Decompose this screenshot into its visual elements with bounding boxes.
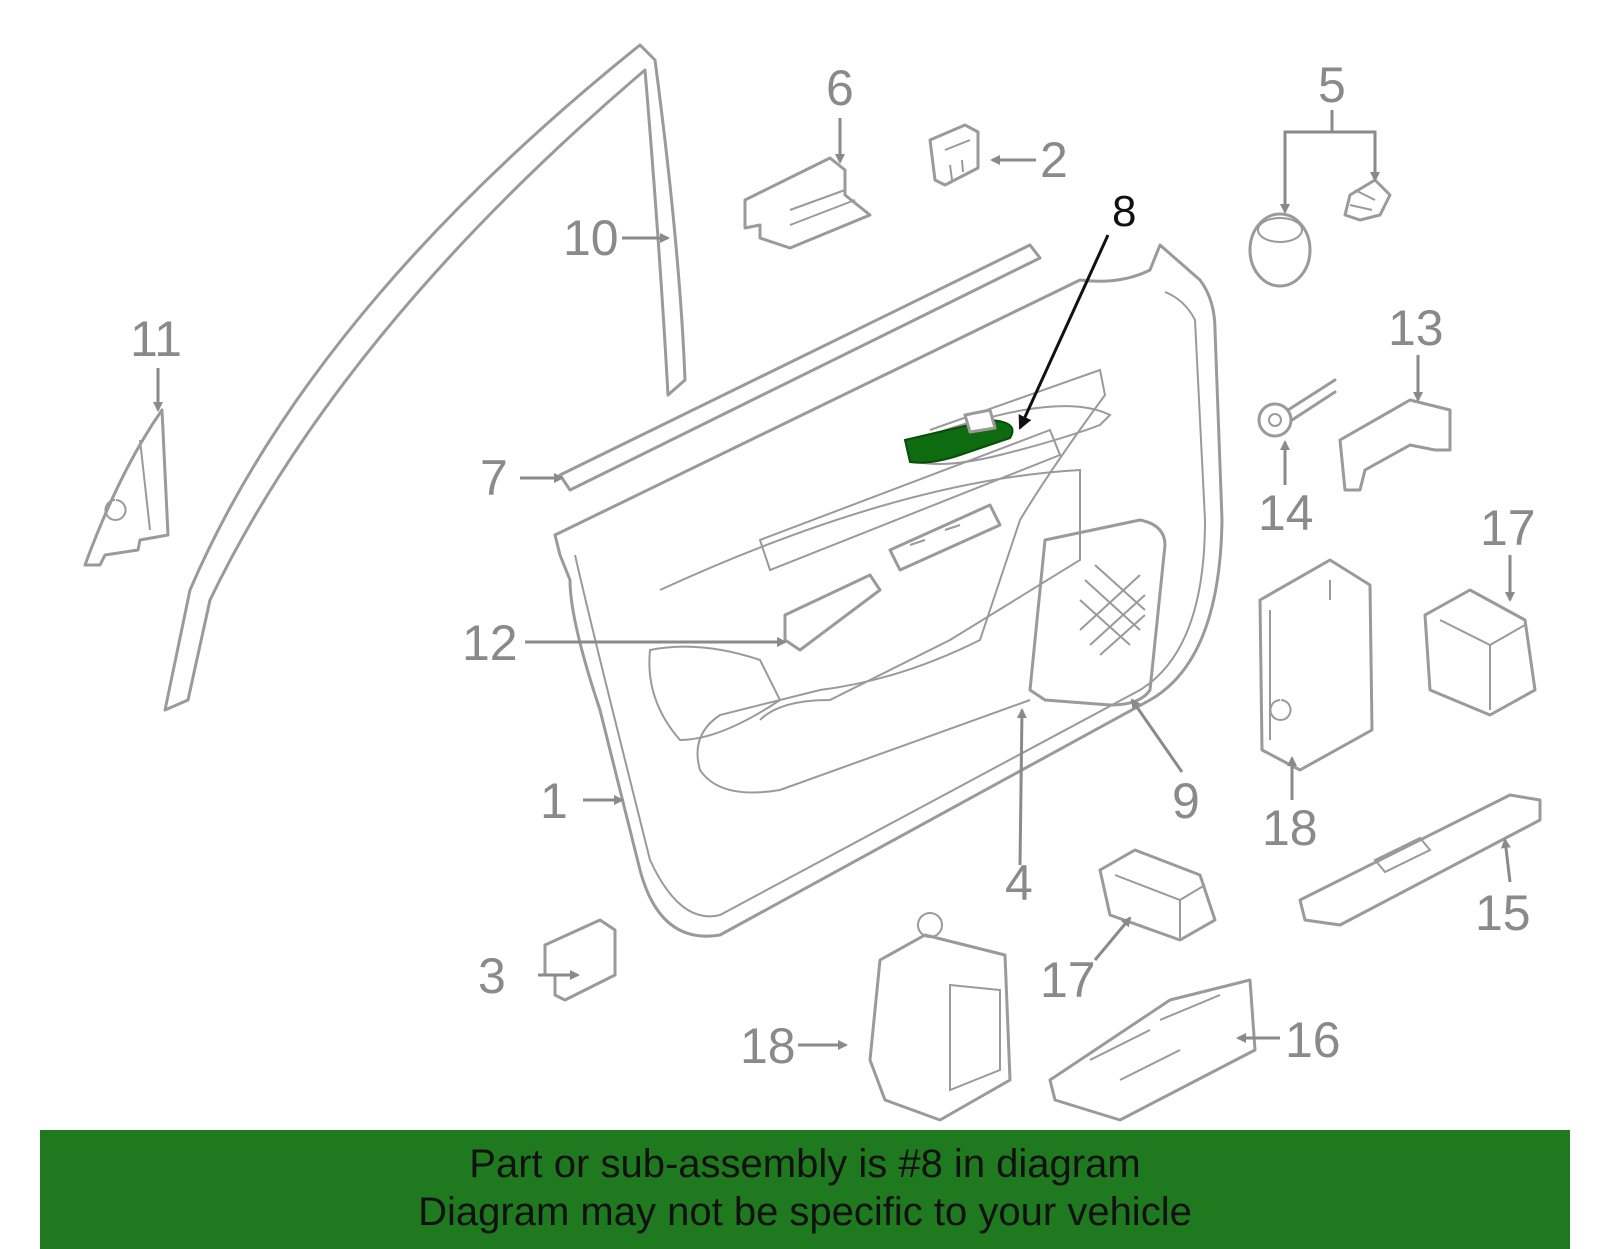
- callout-10: 10: [563, 210, 619, 266]
- part-12-pull-handle: [783, 573, 882, 652]
- part-15-switch-panel: [1298, 793, 1542, 927]
- callout-1: 1: [540, 773, 568, 829]
- part-18-module-bottom: [868, 912, 1012, 1122]
- callout-18-bottom: 18: [740, 1018, 796, 1074]
- panel-window-switch: [888, 503, 1002, 572]
- part-6-clip: [743, 156, 872, 250]
- callout-17-right: 17: [1480, 500, 1536, 556]
- callout-14: 14: [1258, 485, 1314, 541]
- part-3-clip: [543, 918, 617, 1002]
- part-1-door-panel: [553, 243, 1224, 938]
- callout-5: 5: [1318, 57, 1346, 113]
- callout-labels: 6 2 10 11 5 8 13 14 7 12 1 17 9 18 4 15 …: [130, 57, 1536, 1074]
- banner-part-text: Part or sub-assembly is #8 in diagram: [469, 1142, 1141, 1186]
- part-7-belt-strip: [558, 243, 1042, 492]
- leaders: [153, 110, 1515, 1050]
- callout-2: 2: [1040, 132, 1068, 188]
- part-10-window-trim: [163, 43, 687, 712]
- part-17-switch-right: [1423, 588, 1537, 717]
- callout-12: 12: [462, 615, 518, 671]
- callout-15: 15: [1475, 885, 1531, 941]
- callout-4: 4: [1005, 855, 1033, 911]
- part-9-speaker-grille: [1028, 518, 1167, 707]
- callout-6: 6: [826, 60, 854, 116]
- part-5-plugs: [1248, 178, 1392, 288]
- part-16-master-switch: [1048, 978, 1257, 1122]
- part-11-mirror-trim: [83, 408, 170, 567]
- part-13-bracket: [1338, 398, 1452, 492]
- banner-disclaimer-text: Diagram may not be specific to your vehi…: [418, 1190, 1192, 1234]
- callout-3: 3: [478, 948, 506, 1004]
- callout-11: 11: [130, 311, 182, 367]
- callout-9: 9: [1172, 773, 1200, 829]
- callout-7: 7: [480, 450, 508, 506]
- callout-8: 8: [1112, 187, 1136, 236]
- callout-13: 13: [1388, 300, 1444, 356]
- part-2-clip: [928, 123, 980, 187]
- part-18-module-right: [1258, 558, 1374, 772]
- callout-16: 16: [1285, 1012, 1341, 1068]
- callout-18-right: 18: [1262, 800, 1318, 856]
- part-14-screw: [1257, 378, 1337, 438]
- part-17-switch-center: [1098, 848, 1217, 942]
- callout-17-center: 17: [1040, 952, 1096, 1008]
- info-banner: Part or sub-assembly is #8 in diagram Di…: [40, 1130, 1570, 1249]
- part-8-handle-bezel: [903, 408, 1014, 464]
